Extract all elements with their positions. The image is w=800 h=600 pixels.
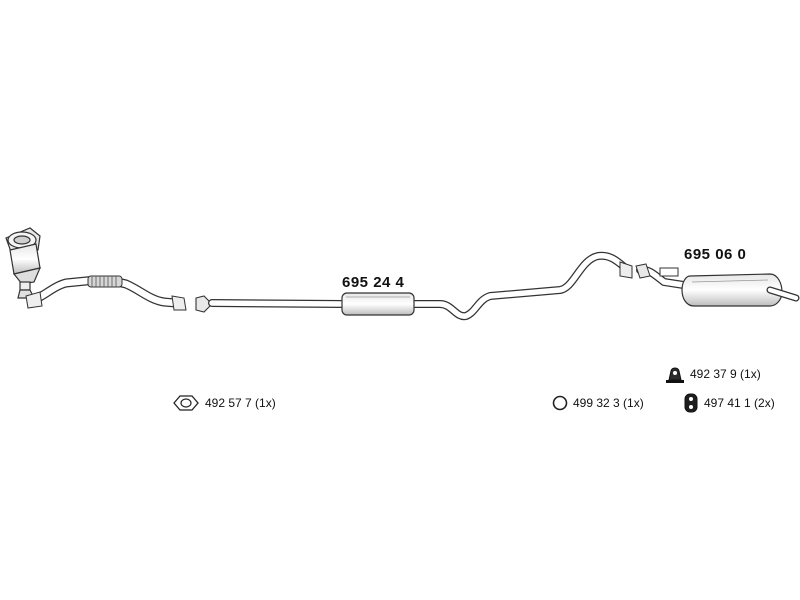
gasket-icon	[173, 395, 199, 411]
hanger-clamp-icon	[684, 393, 698, 413]
middle-pipe-assembly	[195, 251, 633, 321]
ring-icon	[552, 395, 568, 411]
rear-silencer	[635, 263, 800, 307]
rubber-mount-icon	[666, 367, 684, 383]
accessory-hanger-clamp: 497 41 1 (2x)	[683, 393, 775, 413]
accessory-gasket-label: 492 57 7 (1x)	[205, 396, 276, 410]
accessory-rubber-mount-label: 492 37 9 (1x)	[690, 367, 761, 381]
accessory-hanger-clamp-label: 497 41 1 (2x)	[704, 396, 775, 410]
part-number-rear-silencer: 695 06 0	[684, 246, 747, 263]
accessory-rubber-mount: 492 37 9 (1x)	[665, 364, 761, 384]
front-pipe	[25, 275, 187, 311]
middle-silencer	[341, 292, 415, 316]
accessory-gasket: 492 57 7 (1x)	[172, 394, 276, 412]
accessory-ring: 499 32 3 (1x)	[552, 394, 644, 412]
flexible-joint	[87, 275, 123, 288]
catalytic-converter	[5, 227, 42, 299]
part-number-middle-silencer: 695 24 4	[342, 274, 405, 291]
accessory-ring-label: 499 32 3 (1x)	[573, 396, 644, 410]
